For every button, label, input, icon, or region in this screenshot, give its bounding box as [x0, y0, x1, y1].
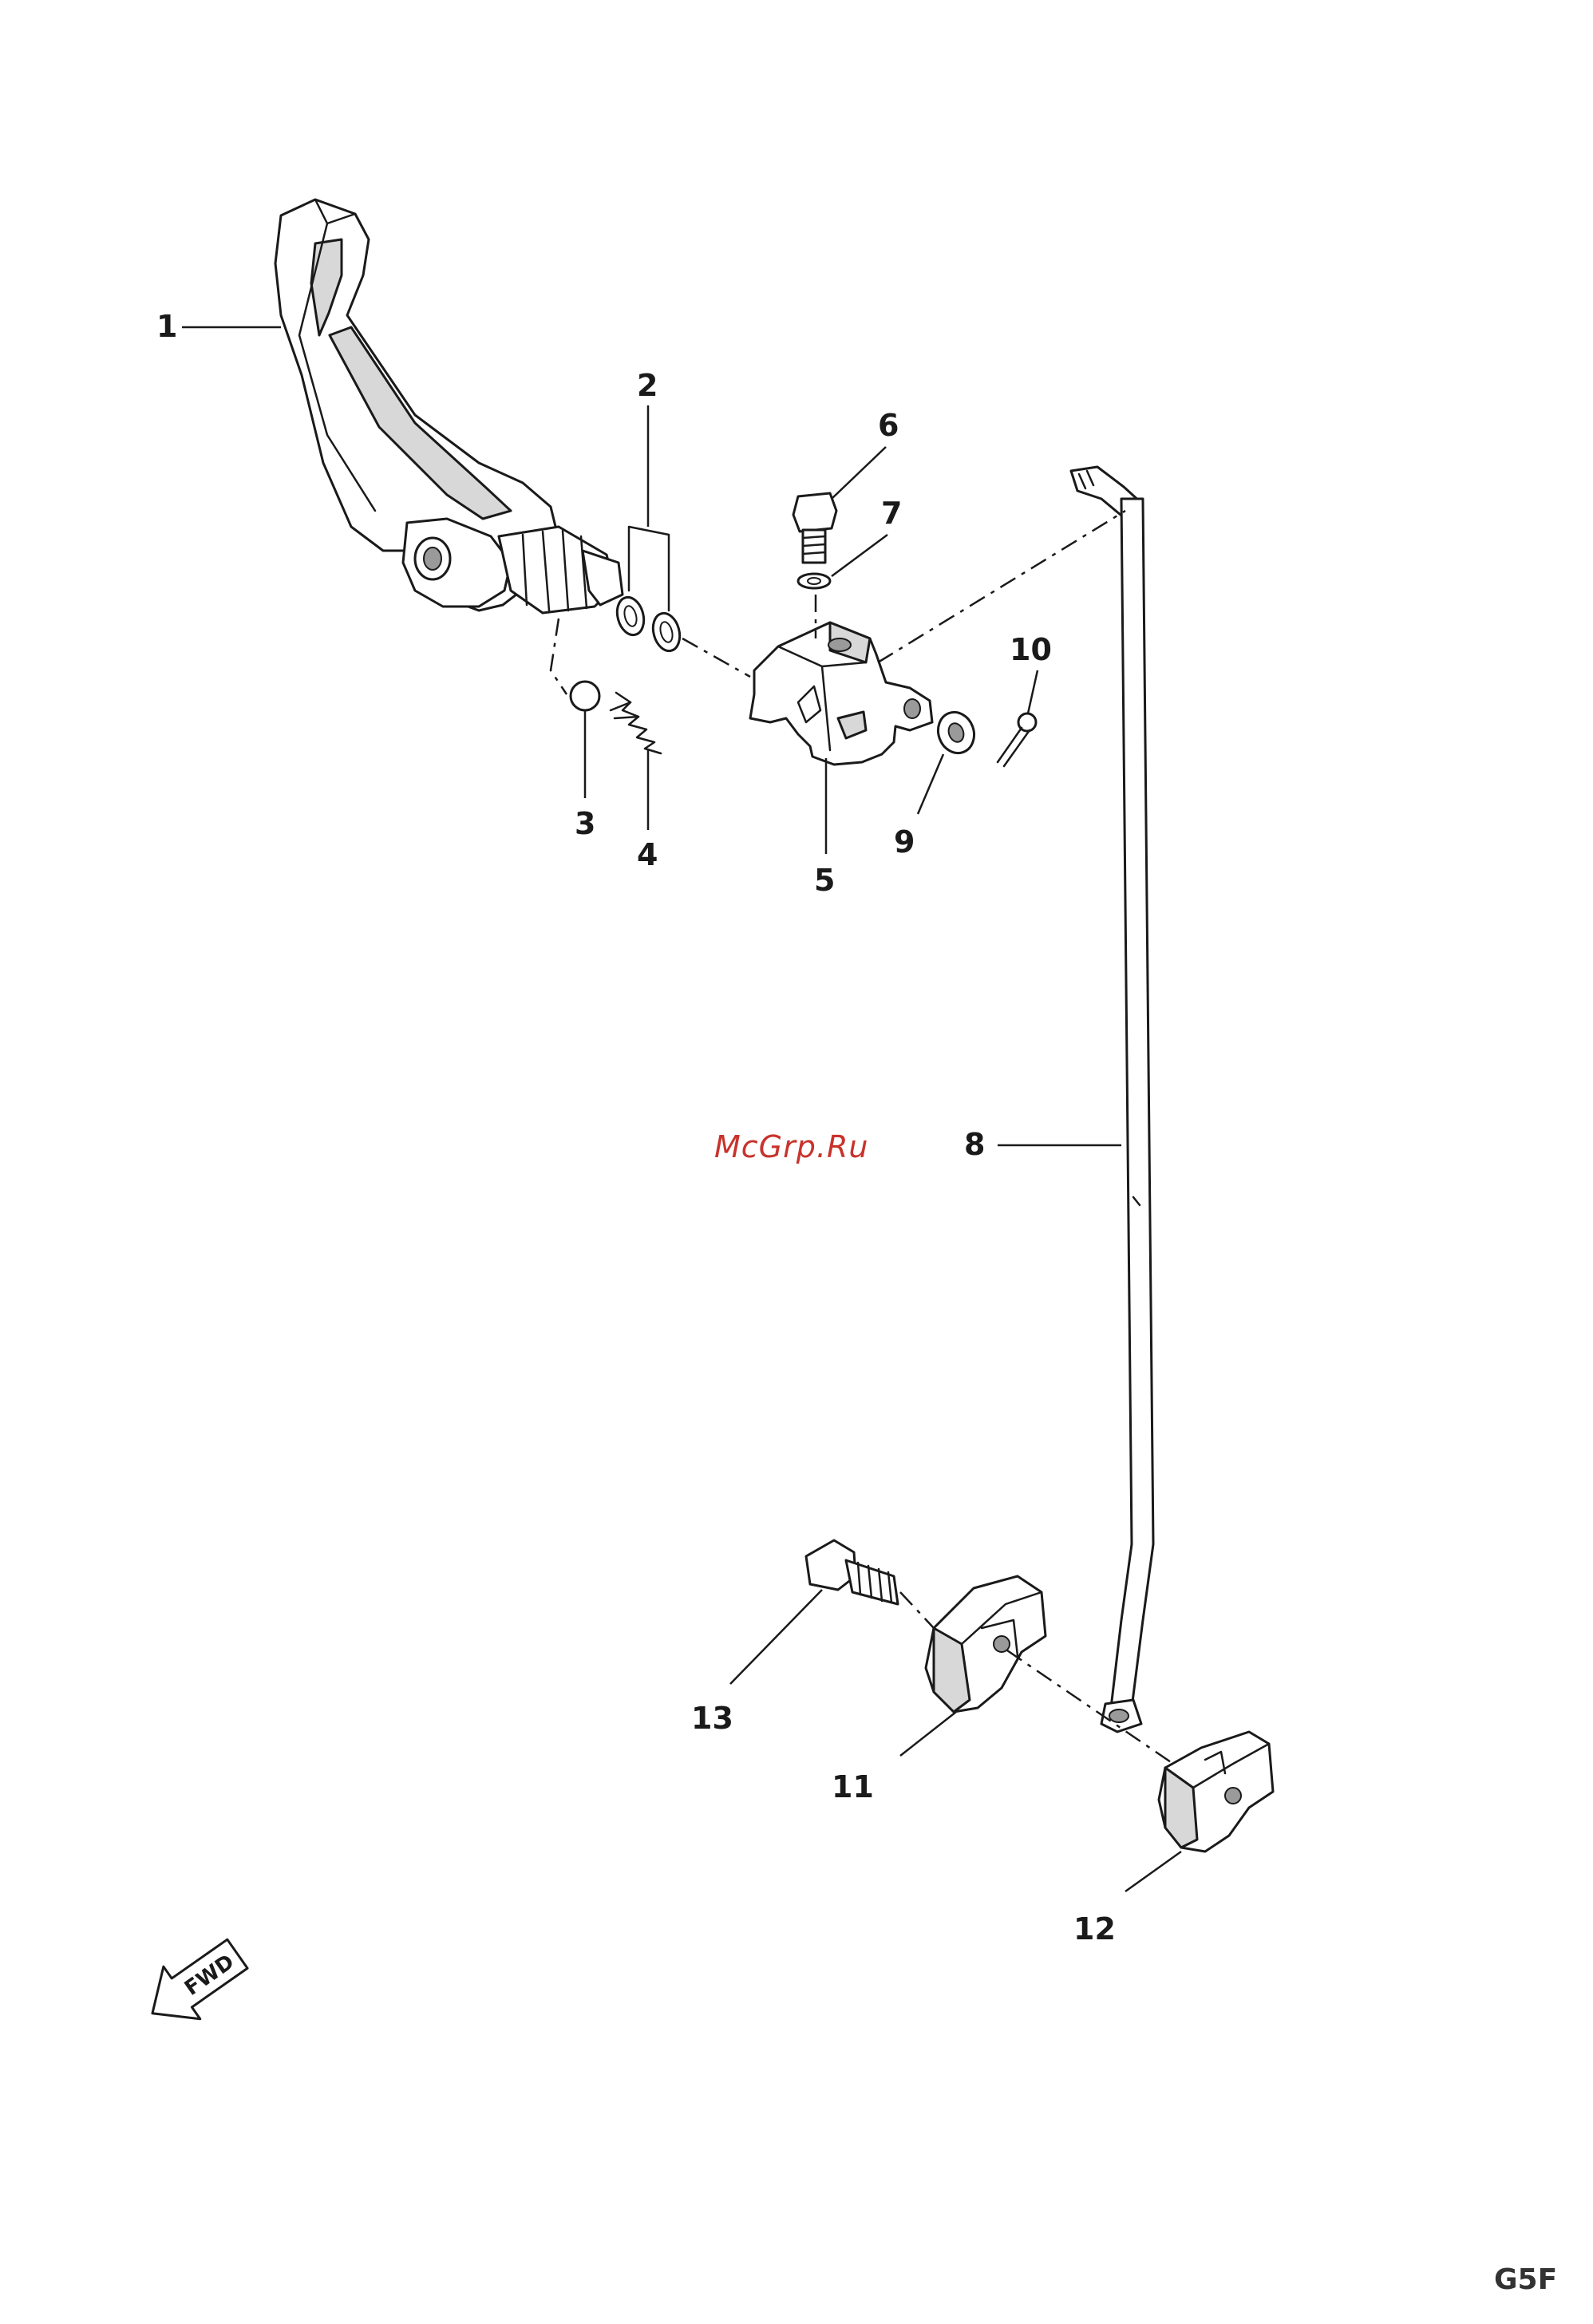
lock-washer-icon	[798, 574, 830, 588]
callout-8: 8	[964, 1127, 985, 1162]
brake-pedal-arm-icon	[275, 200, 623, 613]
pedal-bracket-icon	[750, 622, 932, 765]
callout-2: 2	[637, 368, 658, 403]
brake-rod-icon	[1071, 467, 1153, 1732]
callout-12: 12	[1073, 1911, 1116, 1947]
callout-11: 11	[832, 1769, 874, 1804]
watermark: McGrp.Ru	[714, 1129, 868, 1164]
detent-ball-icon	[571, 682, 599, 710]
callout-13: 13	[691, 1701, 733, 1736]
leader-lines	[182, 327, 1181, 1891]
flange-bolt-icon	[806, 1540, 898, 1604]
o-ring-icon	[613, 527, 683, 654]
spring-icon	[611, 693, 661, 753]
callout-6: 6	[878, 408, 899, 443]
cotter-pin-icon	[998, 713, 1036, 766]
brake-shoe-icon	[926, 1576, 1046, 1712]
callout-3: 3	[575, 806, 595, 841]
washer-icon	[932, 707, 979, 758]
brake-shoe-icon	[1159, 1732, 1273, 1852]
fwd-arrow-icon: FWD	[134, 1927, 255, 2039]
diagram-code: G5F	[1494, 2263, 1557, 2296]
callout-9: 9	[894, 824, 915, 860]
callout-5: 5	[814, 863, 835, 898]
callout-4: 4	[637, 837, 658, 872]
callout-1: 1	[156, 309, 177, 344]
bolt-icon	[793, 493, 836, 563]
callout-7: 7	[881, 496, 902, 531]
callout-10: 10	[1010, 632, 1052, 667]
